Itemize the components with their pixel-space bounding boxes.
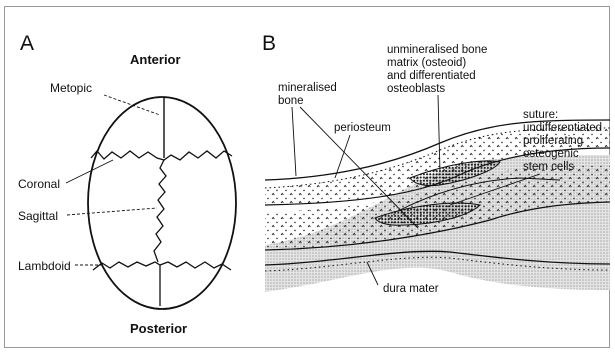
mineralised-leader-1 [292, 107, 296, 176]
panel-b-letter: B [262, 32, 276, 55]
mineralised-bone-label: mineralised bone [278, 82, 340, 107]
sagittal-label: Sagittal [18, 209, 58, 223]
panel-b: B mineralised bone unmineralised bone ma… [262, 32, 610, 295]
lambdoid-label: Lambdoid [18, 259, 71, 273]
periosteum-label: periosteum [334, 122, 391, 134]
panel-a: A Anterior Posterior Metopic Coronal Sag… [18, 32, 236, 336]
coronal-label: Coronal [18, 177, 60, 191]
skull-outline [88, 97, 236, 309]
panel-a-letter: A [20, 32, 34, 55]
unmineralised-label: unmineralised bone matrix (osteoid) and … [387, 44, 491, 95]
posterior-label: Posterior [130, 321, 187, 336]
metopic-label: Metopic [50, 81, 92, 95]
anterior-label: Anterior [130, 52, 181, 67]
dura-mater-label: dura mater [383, 283, 439, 295]
